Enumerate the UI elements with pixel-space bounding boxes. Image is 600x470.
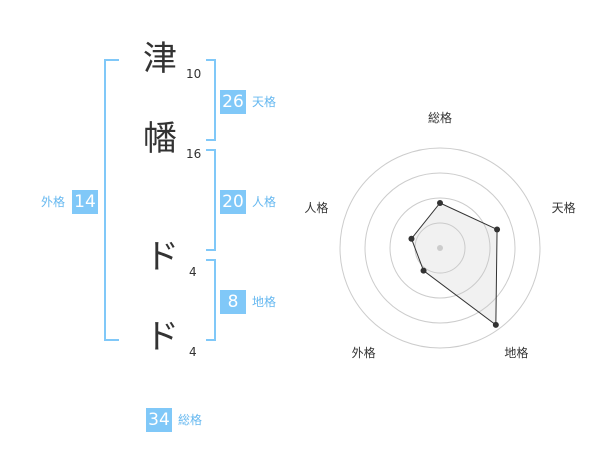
radar-ring (364, 172, 516, 324)
soukaku-label: 総格 (178, 413, 203, 427)
radar-data-polygon (410, 202, 498, 326)
radar-axis-label: 総格 (428, 110, 452, 125)
stroke-count-3: 4 (189, 265, 197, 279)
jinkaku-label: 人格 (252, 195, 277, 209)
chikaku-value: 8 (220, 290, 246, 314)
stroke-count-2: 16 (186, 147, 202, 161)
gaikaku-label: 外格 (41, 195, 66, 209)
jinkaku-bracket (206, 149, 216, 251)
stroke-count-1: 10 (186, 67, 202, 81)
gaikaku-value: 14 (72, 190, 98, 214)
name-char-2: 幡 (143, 119, 177, 159)
jinkaku-value: 20 (220, 190, 246, 214)
radar-axis-label: 人格 (304, 200, 328, 215)
tenkaku-bracket (206, 59, 216, 141)
radar-ring (339, 147, 541, 349)
radar-point-1 (494, 226, 501, 233)
radar-axis-label: 地格 (504, 345, 528, 360)
name-char-3: ド (145, 237, 179, 277)
tenkaku-value: 26 (220, 90, 246, 114)
stroke-count-4: 4 (189, 345, 197, 359)
chikaku-bracket (206, 259, 216, 341)
radar-axis-label: 天格 (552, 200, 576, 215)
radar-axis-label: 外格 (352, 345, 376, 360)
radar-point-0 (437, 200, 443, 206)
name-char-1: 津 (143, 39, 177, 79)
radar-point-2 (492, 321, 499, 328)
radar-center-dot (437, 245, 443, 251)
name-char-4: ド (145, 317, 179, 357)
soukaku-value: 34 (146, 408, 172, 432)
radar-ring (389, 197, 491, 299)
radar-points (408, 200, 501, 328)
tenkaku-label: 天格 (252, 95, 277, 109)
gaikaku-bracket (104, 59, 119, 341)
radar-point-3 (420, 267, 427, 274)
chikaku-label: 地格 (252, 295, 277, 309)
radar-point-4 (408, 235, 415, 242)
